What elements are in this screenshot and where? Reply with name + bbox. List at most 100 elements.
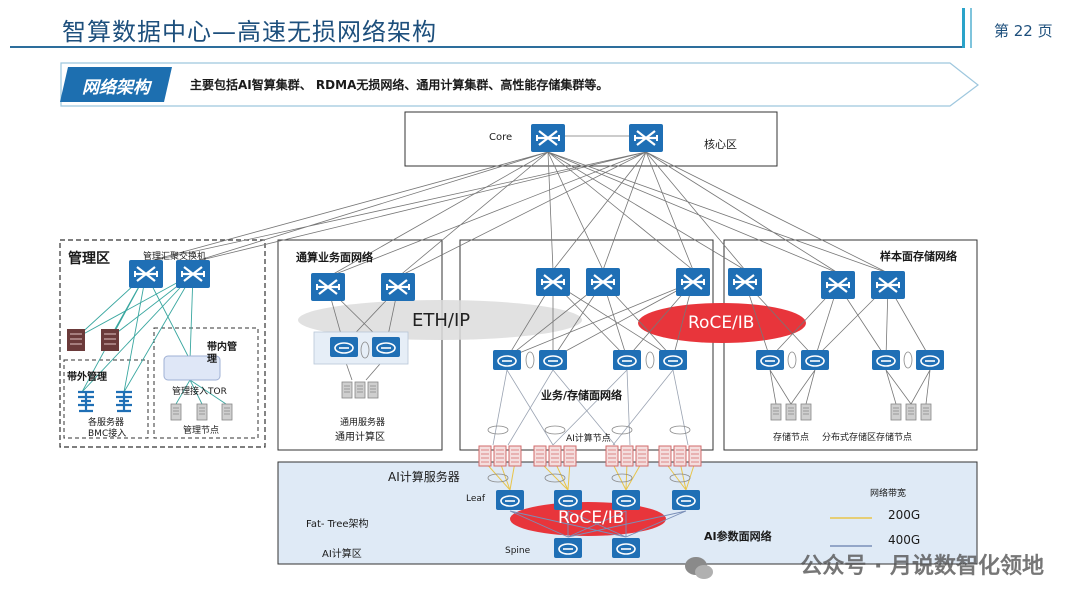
inband-nodes-label: 管理节点 <box>183 426 220 436</box>
core-zone-box <box>404 111 778 167</box>
ai-nodes-label: AI计算节点 <box>566 434 611 444</box>
ai-leaf-switch-2 <box>553 489 583 511</box>
ai-gpu-node <box>478 445 492 467</box>
storage-switch-1 <box>726 266 764 298</box>
ai-gpu-node <box>493 445 507 467</box>
wechat-icon <box>685 557 713 579</box>
general-server-3 <box>367 381 379 399</box>
page-title: 智算数据中心—高速无损网络架构 <box>62 18 437 46</box>
general-server-2 <box>354 381 366 399</box>
ai-leaf-switch-3 <box>611 489 641 511</box>
core-links <box>145 135 889 278</box>
title-underline <box>10 46 962 48</box>
dist-storage-node-1 <box>890 403 902 421</box>
ai-leaf-switch-4 <box>671 489 701 511</box>
storage-zone-title: 样本面存储网络 <box>880 250 957 263</box>
oob-box <box>63 359 149 439</box>
general-switch-2 <box>379 271 417 303</box>
storage-switch-2 <box>819 269 857 301</box>
business-leaf-switch-4 <box>658 349 688 371</box>
general-zone-title: 通算业务面网络 <box>296 251 373 264</box>
banner-shape <box>60 62 979 107</box>
ai-servers-label: AI计算服务器 <box>388 470 460 484</box>
general-access-switch-2 <box>371 336 401 358</box>
watermark: 公众号 · 月说数智化领地 <box>800 554 1044 579</box>
storage-leaf-switch-2 <box>800 349 830 371</box>
eth-ip-label: ETH/IP <box>412 310 471 331</box>
storage-leaf-switch-4 <box>915 349 945 371</box>
business-leaf-switch-1 <box>492 349 522 371</box>
banner-label: 网络架构 <box>82 77 150 98</box>
mgmt-server-2 <box>100 328 120 352</box>
mgmt-node-1 <box>170 403 182 421</box>
ai-spine-switch-2 <box>611 537 641 559</box>
ai-zone-label: AI计算区 <box>322 549 362 560</box>
dist-storage-label: 分布式存储区存储节点 <box>822 433 913 443</box>
ai-gpu-node <box>605 445 619 467</box>
eth-ip-oval <box>298 300 582 340</box>
core-label: Core <box>489 132 513 143</box>
ai-spine-switch-1 <box>553 537 583 559</box>
ai-gpu-node <box>508 445 522 467</box>
ai-200g-links <box>484 461 696 491</box>
business-leaf-switch-2 <box>538 349 568 371</box>
business-spine-switch-1 <box>534 266 572 298</box>
mgmt-switch-label: 管理汇聚交换机 <box>143 252 207 262</box>
ai-param-title: AI参数面网络 <box>704 530 772 543</box>
oob-caption-1: 各服务器 <box>88 418 125 428</box>
oob-caption-2: BMC接入 <box>88 429 127 439</box>
page-number: 第 22 页 <box>994 22 1053 40</box>
ai-leaf-switch-1 <box>495 489 525 511</box>
ai-spine-label: Spine <box>505 546 531 556</box>
legend-400g-label: 400G <box>888 533 921 547</box>
mgmt-agg-switch-1 <box>127 258 165 290</box>
ai-leaf-label: Leaf <box>466 494 486 504</box>
general-switch-1 <box>309 271 347 303</box>
mgmt-tor-switch <box>163 355 221 381</box>
ai-gpu-node <box>658 445 672 467</box>
core-switch-1 <box>529 122 567 154</box>
ai-roce-oval <box>510 502 666 536</box>
ai-gpu-node <box>563 445 577 467</box>
storage-switch-3 <box>869 269 907 301</box>
storage-node-1 <box>770 403 782 421</box>
general-access-switch-1 <box>329 336 359 358</box>
dist-storage-node-2 <box>905 403 917 421</box>
business-roce-label: RoCE/IB <box>688 313 755 333</box>
header-accent-bar <box>962 8 965 48</box>
inband-title-2: 理 <box>207 354 217 365</box>
ai-gpu-node <box>688 445 702 467</box>
storage-node-label: 存储节点 <box>773 433 810 443</box>
inband-box <box>153 327 259 439</box>
general-server-1 <box>341 381 353 399</box>
mgmt-links <box>75 273 227 405</box>
header-accent-bar-thin <box>970 8 972 48</box>
general-server-label: 通用服务器 <box>340 418 386 428</box>
inband-title-1: 带内管 <box>207 342 237 353</box>
ai-gpu-node <box>533 445 547 467</box>
storage-leaf-switch-1 <box>755 349 785 371</box>
general-zone-label: 通用计算区 <box>335 432 385 443</box>
business-leaf-switch-3 <box>612 349 642 371</box>
business-zone-title: 业务/存储面网络 <box>541 389 623 402</box>
legend-200g-label: 200G <box>888 508 921 522</box>
ai-gpu-node <box>673 445 687 467</box>
dist-storage-node-3 <box>920 403 932 421</box>
fat-tree-label: Fat- Tree架构 <box>306 519 369 530</box>
core-switch-2 <box>627 122 665 154</box>
storage-node-3 <box>800 403 812 421</box>
business-spine-switch-2 <box>584 266 622 298</box>
legend-title: 网络带宽 <box>870 489 907 499</box>
mgmt-agg-switch-2 <box>174 258 212 290</box>
storage-leaf-switch-3 <box>871 349 901 371</box>
business-spine-switch-3 <box>674 266 712 298</box>
ai-gpu-node <box>548 445 562 467</box>
ai-roce-label: RoCE/IB <box>558 508 625 528</box>
mgmt-node-3 <box>221 403 233 421</box>
mgmt-zone-title: 管理区 <box>68 251 110 267</box>
mgmt-node-2 <box>196 403 208 421</box>
mgmt-server-1 <box>66 328 86 352</box>
ai-gpu-node <box>635 445 649 467</box>
oob-title: 带外管理 <box>67 372 107 383</box>
